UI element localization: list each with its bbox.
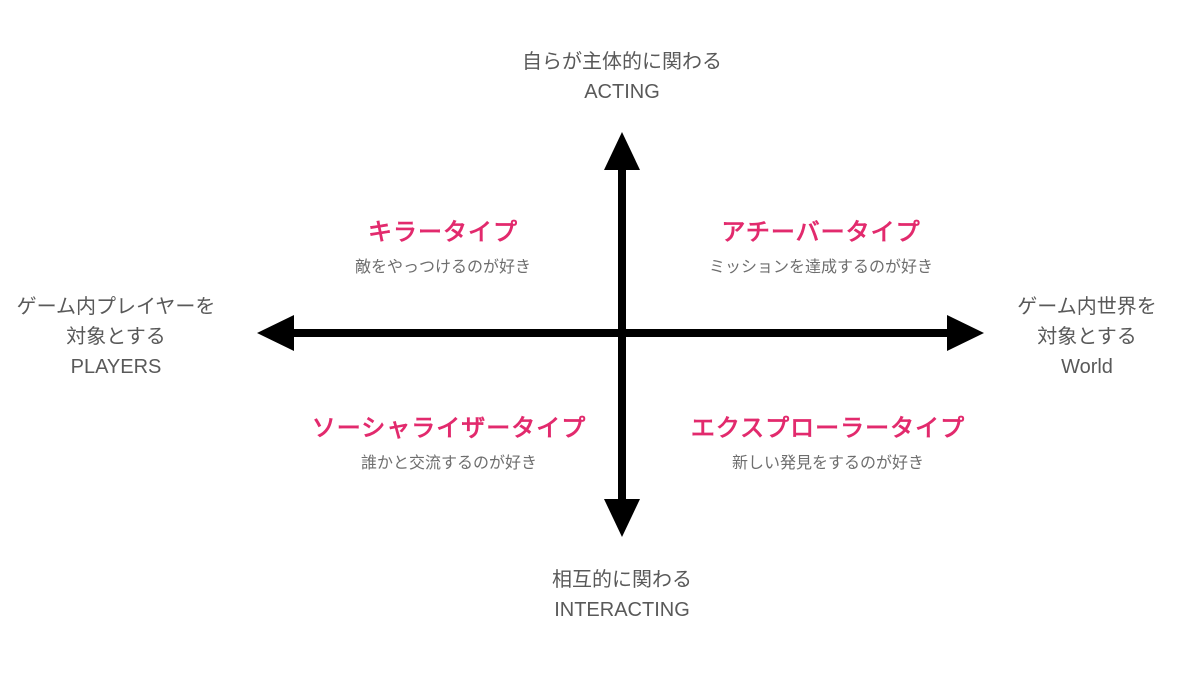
axis-label-top-jp: 自らが主体的に関わる xyxy=(522,51,722,73)
axis-label-left: ゲーム内プレイヤーを 対象とする PLAYERS xyxy=(17,292,216,382)
axis-label-right-line2: 対象とする xyxy=(1037,326,1137,348)
quadrant-killer-desc: 敵をやっつけるのが好き xyxy=(354,259,532,276)
axis-label-left-en: PLAYERS xyxy=(70,356,162,378)
quadrant-killer-title: キラータイプ xyxy=(367,219,518,246)
quadrant-explorer-desc: 新しい発見をするのが好き xyxy=(731,455,924,472)
quadrant-killer: キラータイプ 敵をやっつけるのが好き xyxy=(355,219,531,277)
quadrant-socializer-title: ソーシャライザータイプ xyxy=(311,415,587,442)
quadrant-achiever-title: アチーバータイプ xyxy=(721,219,921,246)
axis-label-bottom-jp: 相互的に関わる xyxy=(552,569,692,591)
axis-label-right-en: World xyxy=(1061,356,1113,378)
axis-label-right-line1: ゲーム内世界を xyxy=(1017,296,1157,318)
axis-label-bottom: 相互的に関わる INTERACTING xyxy=(552,565,692,625)
axis-label-top: 自らが主体的に関わる ACTING xyxy=(522,47,722,107)
quadrant-explorer: エクスプローラータイプ 新しい発見をするのが好き xyxy=(691,415,965,473)
quadrant-explorer-title: エクスプローラータイプ xyxy=(690,415,966,442)
axis-label-left-line1: ゲーム内プレイヤーを xyxy=(16,296,216,318)
quadrant-achiever: アチーバータイプ ミッションを達成するのが好き xyxy=(709,219,933,277)
quadrant-achiever-desc: ミッションを達成するのが好き xyxy=(708,259,934,276)
quadrant-socializer-desc: 誰かと交流するのが好き xyxy=(360,455,537,472)
axis-label-right: ゲーム内世界を 対象とする World xyxy=(1017,292,1156,382)
axis-label-top-en: ACTING xyxy=(584,81,660,103)
axis-label-bottom-en: INTERACTING xyxy=(554,599,690,621)
quadrant-socializer: ソーシャライザータイプ 誰かと交流するのが好き xyxy=(312,415,587,473)
axis-label-left-line2: 対象とする xyxy=(66,326,166,348)
